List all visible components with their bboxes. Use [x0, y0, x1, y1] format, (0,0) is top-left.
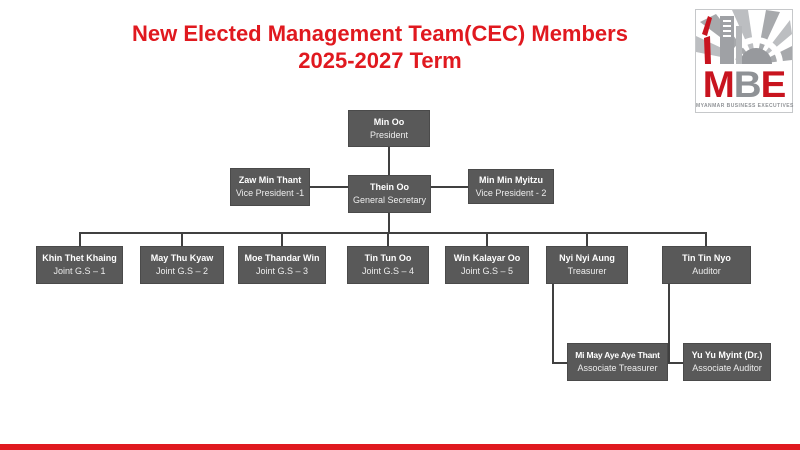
- member-role: Associate Treasurer: [577, 363, 658, 373]
- mbe-letter-e: E: [760, 64, 787, 105]
- connector-stub-jgs2: [181, 232, 183, 246]
- org-node-joint-gs-4: Tin Tun Oo Joint G.S – 4: [347, 246, 429, 284]
- member-name: Tin Tun Oo: [364, 253, 412, 263]
- slide-title: New Elected Management Team(CEC) Members…: [0, 20, 760, 74]
- org-node-associate-auditor: Yu Yu Myint (Dr.) Associate Auditor: [683, 343, 771, 381]
- org-node-joint-gs-5: Win Kalayar Oo Joint G.S – 5: [445, 246, 529, 284]
- org-node-joint-gs-3: Moe Thandar Win Joint G.S – 3: [238, 246, 326, 284]
- org-node-auditor: Tin Tin Nyo Auditor: [662, 246, 751, 284]
- org-node-vice-president-1: Zaw Min Thant Vice President -1: [230, 168, 310, 206]
- member-name: Min Oo: [373, 116, 405, 127]
- member-role: Joint G.S – 4: [361, 266, 415, 276]
- member-role: Treasurer: [567, 266, 607, 276]
- member-name: May Thu Kyaw: [150, 253, 214, 263]
- org-node-joint-gs-2: May Thu Kyaw Joint G.S – 2: [140, 246, 224, 284]
- org-node-associate-treasurer: Mi May Aye Aye Thant Associate Treasurer: [567, 343, 668, 381]
- member-role: Vice President - 2: [475, 187, 547, 198]
- member-role: Joint G.S – 3: [255, 266, 309, 276]
- connector-stub-treasurer: [586, 232, 588, 246]
- member-name: Khin Thet Khaing: [42, 253, 117, 263]
- member-role: Vice President -1: [235, 188, 305, 198]
- member-name: Min Min Myitzu: [479, 174, 543, 185]
- connector-auditor-branch-h: [668, 362, 683, 364]
- connector-president-gs: [388, 147, 390, 175]
- mbe-logo-sunburst-graphic: [696, 10, 792, 66]
- footer-accent-bar: [0, 444, 800, 450]
- mbe-letter-b: B: [733, 64, 762, 105]
- member-name: Win Kalayar Oo: [453, 253, 521, 263]
- member-name: Moe Thandar Win: [244, 253, 320, 263]
- connector-treasurer-branch-v: [552, 284, 554, 364]
- connector-stub-auditor: [705, 232, 707, 246]
- org-node-joint-gs-1: Khin Thet Khaing Joint G.S – 1: [36, 246, 123, 284]
- slide-title-line2: 2025-2027 Term: [298, 48, 462, 73]
- connector-stub-jgs3: [281, 232, 283, 246]
- member-name: Zaw Min Thant: [238, 175, 302, 185]
- connector-treasurer-branch-h: [552, 362, 567, 364]
- org-node-vice-president-2: Min Min Myitzu Vice President - 2: [468, 169, 554, 204]
- member-role: President: [369, 129, 409, 140]
- org-node-president: Min Oo President: [348, 110, 430, 147]
- connector-gs-bus: [388, 213, 390, 234]
- member-role: Auditor: [692, 266, 721, 276]
- member-role: Joint G.S – 1: [53, 266, 106, 276]
- org-node-general-secretary: Thein Oo General Secretary: [348, 175, 431, 213]
- member-name: Nyi Nyi Aung: [559, 253, 615, 263]
- connector-bus: [79, 232, 707, 234]
- connector-auditor-branch-v: [668, 284, 670, 364]
- member-role: General Secretary: [352, 195, 427, 205]
- member-role: Joint G.S – 2: [155, 266, 209, 276]
- connector-stub-jgs1: [79, 232, 81, 246]
- org-node-treasurer: Nyi Nyi Aung Treasurer: [546, 246, 628, 284]
- connector-gs-vp2: [431, 186, 468, 188]
- mbe-logo-caption: MYANMAR BUSINESS EXECUTIVES: [696, 103, 794, 109]
- connector-vp1-gs: [310, 186, 348, 188]
- slide-title-line1: New Elected Management Team(CEC) Members: [132, 21, 628, 46]
- member-name: Tin Tin Nyo: [682, 253, 731, 263]
- member-role: Associate Auditor: [692, 363, 762, 373]
- mbe-letter-m: M: [702, 64, 735, 105]
- connector-stub-jgs4: [387, 232, 389, 246]
- member-name: Yu Yu Myint (Dr.): [691, 350, 763, 360]
- member-role: Joint G.S – 5: [460, 266, 514, 276]
- member-name: Mi May Aye Aye Thant: [575, 350, 660, 360]
- member-name: Thein Oo: [370, 182, 409, 192]
- connector-stub-jgs5: [486, 232, 488, 246]
